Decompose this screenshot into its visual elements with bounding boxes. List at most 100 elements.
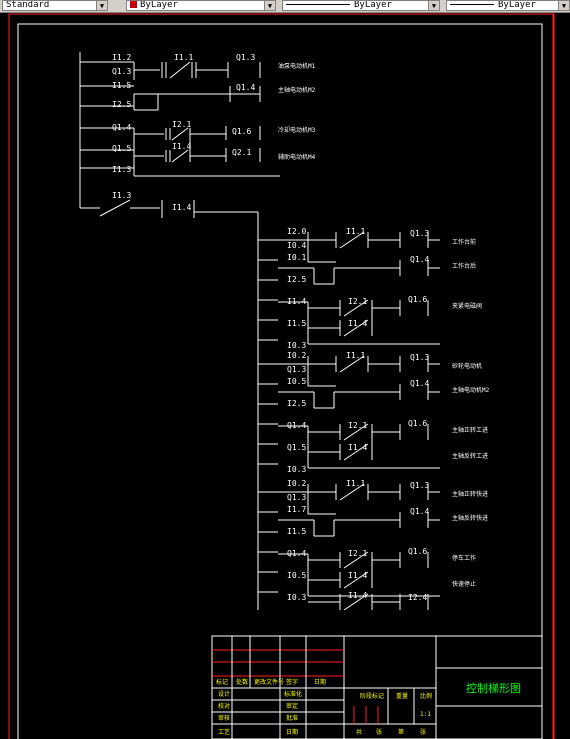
tb-scale: 1:1 xyxy=(420,711,431,718)
tb-label: 标准化 xyxy=(284,690,302,698)
contact-label: I2.5 xyxy=(287,275,306,284)
contact-label: I1.4 xyxy=(348,591,367,600)
tb-label: 审定 xyxy=(286,702,298,710)
contact-label: I1.4 xyxy=(348,571,367,580)
contact-label: I0.2 xyxy=(287,479,306,488)
contact-label: Q1.5 xyxy=(287,443,306,452)
tb-label: 张 xyxy=(420,728,426,736)
ladder-wire xyxy=(343,319,369,337)
ladder-wire xyxy=(343,593,369,611)
tb-label: 审核 xyxy=(218,714,230,722)
lineweight-sample-icon xyxy=(450,4,494,5)
coil-label: Q1.3 xyxy=(410,353,429,362)
contact-label: I2.1 xyxy=(172,120,191,129)
contact-label: I0.3 xyxy=(287,593,306,602)
rung-comment: 主轴电动机M2 xyxy=(452,386,490,394)
contact-label: Q1.3 xyxy=(287,493,306,502)
tb-label: 工艺 xyxy=(218,728,230,736)
rung-comment: 停车工作 xyxy=(452,554,476,562)
contact-label: Q1.3 xyxy=(112,67,131,76)
rung-comment: 夹紧电磁阀 xyxy=(452,302,482,310)
contact-label: Q1.5 xyxy=(112,144,131,153)
chevron-down-icon[interactable]: ▼ xyxy=(264,1,275,10)
contact-label: I2.1 xyxy=(348,421,367,430)
ladder-wire xyxy=(339,355,365,373)
tb-label: 第 xyxy=(398,728,404,736)
color-dropdown[interactable]: ByLayer ▼ xyxy=(126,0,276,11)
linetype-dropdown[interactable]: ByLayer ▼ xyxy=(282,0,440,11)
linetype-sample-icon xyxy=(286,4,350,5)
contact-label: Q1.4 xyxy=(287,549,306,558)
chevron-down-icon[interactable]: ▼ xyxy=(96,1,107,10)
linetype-value: ByLayer xyxy=(354,0,392,10)
rung-comment: 油泵电动机M1 xyxy=(278,62,316,70)
tb-label: 日期 xyxy=(286,728,298,736)
coil-label: Q1.6 xyxy=(408,547,427,556)
contact-label: I0.3 xyxy=(287,465,306,474)
rung-comment: 快速停止 xyxy=(452,580,476,588)
contact-label: I1.4 xyxy=(287,297,306,306)
coil-label: Q1.3 xyxy=(410,481,429,490)
coil-label: Q1.4 xyxy=(410,255,429,264)
lineweight-value: ByLayer xyxy=(498,0,536,10)
coil-label: Q1.6 xyxy=(408,295,427,304)
tb-label: 阶段标记 xyxy=(360,692,384,700)
sheet-outer-border xyxy=(8,13,555,739)
contact-label: I1.3 xyxy=(112,165,131,174)
contact-label: I1.4 xyxy=(348,319,367,328)
rung-comment: 工作台后 xyxy=(452,262,476,270)
contact-label: Q1.4 xyxy=(112,123,131,132)
chevron-down-icon[interactable]: ▼ xyxy=(428,1,439,10)
tb-label: 更改文件号 xyxy=(254,678,284,686)
rung-comment: 主轴正转工进 xyxy=(452,426,488,434)
title-block: 标记 处数 更改文件号 签字 日期 设计 校对 审核 工艺 标准化 审定 批准 … xyxy=(211,635,543,739)
contact-label: Q1.4 xyxy=(287,421,306,430)
contact-label: I1.1 xyxy=(346,351,365,360)
contact-label: I1.5 xyxy=(112,81,131,90)
rung-comment: 辅助电动机M4 xyxy=(278,153,316,161)
contact-label: I1.3 xyxy=(112,191,131,200)
rung-comment: 砂轮电动机 xyxy=(452,362,482,370)
contact-label: I1.2 xyxy=(112,53,131,62)
cad-drawing-canvas[interactable]: I1.2 Q1.3 I1.1 Q1.3 油泵电动机M1 I1.5 I2.5 Q1… xyxy=(0,12,570,739)
ladder-wire xyxy=(343,551,369,569)
contact-label: I0.1 xyxy=(287,253,306,262)
rung-comment: 冷却电动机M3 xyxy=(278,126,316,134)
sheet-inner-border xyxy=(17,23,543,739)
coil-label: Q2.1 xyxy=(232,148,251,157)
contact-label: I1.4 xyxy=(348,443,367,452)
tb-label: 重量 xyxy=(396,692,408,700)
tb-label: 比例 xyxy=(420,692,432,700)
chevron-down-icon[interactable]: ▼ xyxy=(558,1,569,10)
rung-comment: 主轴正转快进 xyxy=(452,490,488,498)
ladder-wire xyxy=(339,231,365,249)
coil-label: Q1.4 xyxy=(410,507,429,516)
coil-label: Q1.4 xyxy=(236,83,255,92)
drawing-title: 控制梯形图 xyxy=(466,681,521,695)
rung-comment: 主轴电动机M2 xyxy=(278,86,316,94)
contact-label: I2.5 xyxy=(112,100,131,109)
text-style-dropdown[interactable]: Standard ▼ xyxy=(2,0,108,11)
coil-label: Q1.4 xyxy=(410,379,429,388)
contact-label: I1.1 xyxy=(346,479,365,488)
contact-label: I1.7 xyxy=(287,505,306,514)
contact-label: I1.5 xyxy=(287,527,306,536)
lineweight-dropdown[interactable]: ByLayer ▼ xyxy=(446,0,570,11)
ladder-wire xyxy=(339,483,365,501)
contact-label: I0.5 xyxy=(287,571,306,580)
contact-label: I2.5 xyxy=(287,399,306,408)
text-style-value: Standard xyxy=(6,0,50,10)
tb-label: 张 xyxy=(376,728,382,736)
coil-label: Q1.6 xyxy=(408,419,427,428)
contact-label: I2.1 xyxy=(348,297,367,306)
coil-label: Q1.6 xyxy=(232,127,251,136)
coil-label: Q1.3 xyxy=(410,229,429,238)
rung-comment: 主轴反转工进 xyxy=(452,452,488,460)
contact-label: I1.4 xyxy=(172,203,191,212)
contact-label: I1.1 xyxy=(174,53,193,62)
tb-label: 处数 xyxy=(236,678,248,686)
contact-label: I0.5 xyxy=(287,377,306,386)
ladder-wire xyxy=(343,423,369,441)
contact-label: I2.1 xyxy=(348,549,367,558)
